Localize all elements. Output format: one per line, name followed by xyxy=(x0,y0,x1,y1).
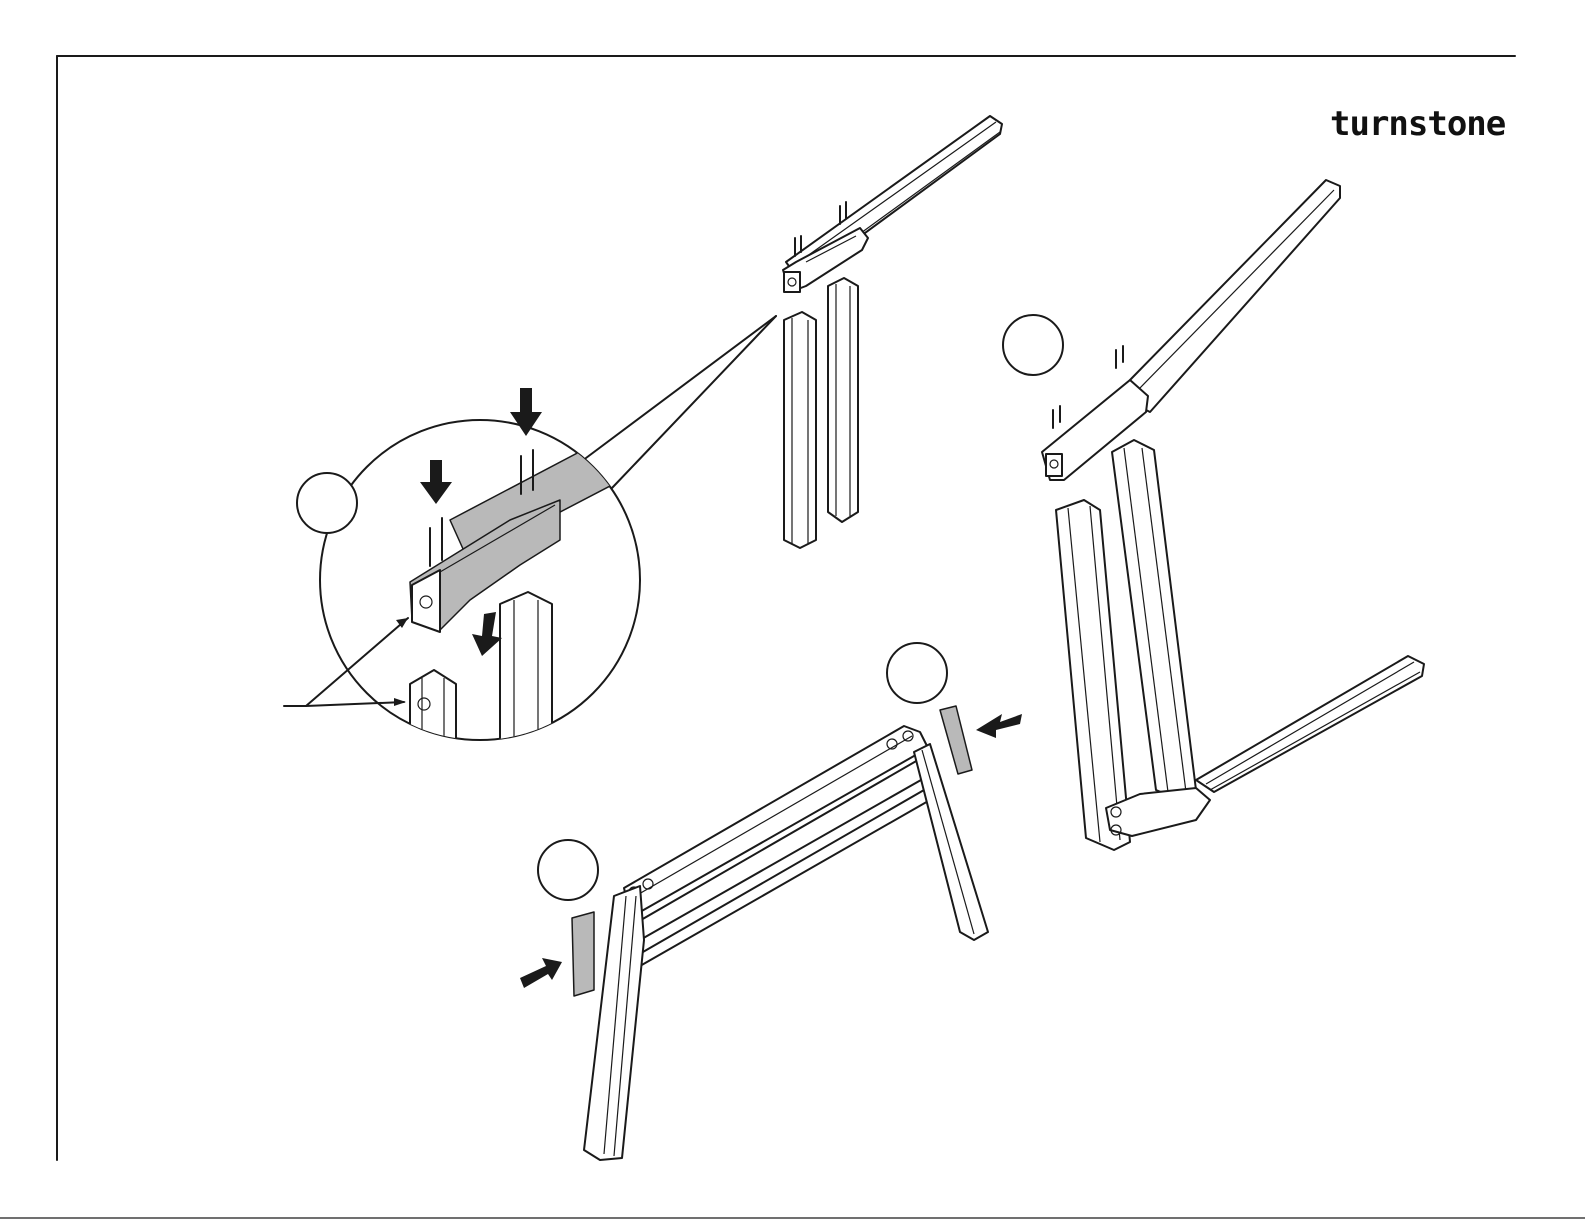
leg-frame-assembly-right xyxy=(1042,180,1424,850)
step-marker-3 xyxy=(887,643,947,703)
end-cap-left xyxy=(572,912,594,996)
arrow-right-icon xyxy=(520,958,562,988)
step-marker-2 xyxy=(1003,315,1063,375)
step-marker-1 xyxy=(297,473,357,533)
leg-frame-assembly-bottom xyxy=(520,706,1022,1160)
arrow-left-icon xyxy=(976,714,1022,738)
end-cap-right xyxy=(940,706,972,774)
beam-top-assembly xyxy=(783,116,1002,548)
detail-leader-lines xyxy=(586,316,776,488)
page-frame xyxy=(0,56,1585,1218)
step-marker-4 xyxy=(538,840,598,900)
